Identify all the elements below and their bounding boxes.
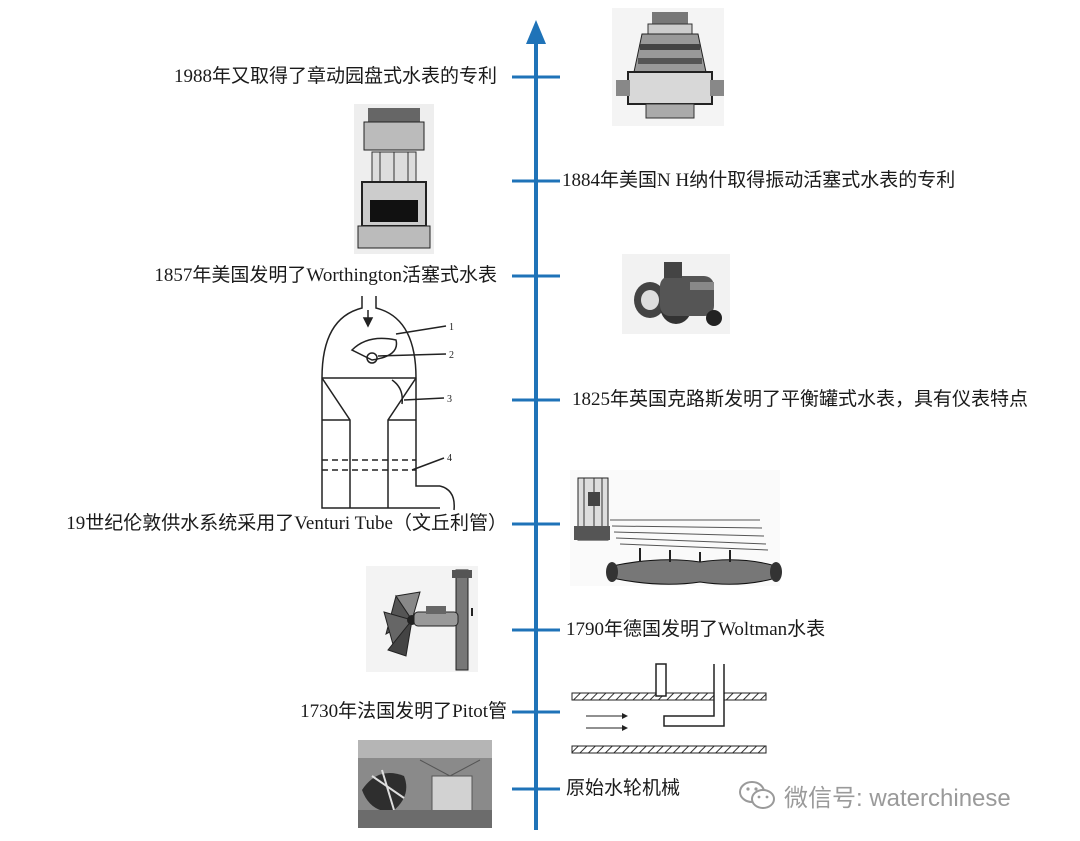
callout-3: 3 bbox=[447, 394, 452, 405]
tank-callouts: 1 2 3 4 bbox=[447, 322, 454, 464]
event-label-1730: 1730年法国发明了Pitot管 bbox=[300, 701, 507, 722]
event-label-1825: 1825年英国克路斯发明了平衡罐式水表，具有仪表特点 bbox=[572, 389, 1029, 410]
oscillating-piston-meter-photo bbox=[354, 104, 434, 254]
event-label-19th-century: 19世纪伦敦供水系统采用了Venturi Tube（文丘利管） bbox=[66, 513, 507, 534]
timeline-axis bbox=[512, 20, 560, 830]
wechat-icon bbox=[739, 781, 775, 809]
pitot-tube-diagram bbox=[571, 663, 767, 754]
event-label-1988: 1988年又取得了章动园盘式水表的专利 bbox=[173, 66, 497, 87]
balance-tank-diagram bbox=[321, 296, 455, 511]
watermark-text: 微信号: waterchinese bbox=[784, 784, 1011, 812]
callout-2: 2 bbox=[449, 350, 454, 361]
water-wheel-photo bbox=[358, 740, 492, 828]
worthington-piston-meter-photo bbox=[622, 254, 730, 334]
event-label-1790: 1790年德国发明了Woltman水表 bbox=[566, 619, 826, 640]
callout-4: 4 bbox=[447, 453, 452, 464]
event-label-1884: 1884年美国N H纳什取得振动活塞式水表的专利 bbox=[562, 170, 956, 191]
watermark: 微信号: waterchinese bbox=[738, 778, 1011, 812]
venturi-tube-engraving bbox=[570, 470, 782, 586]
callout-1: 1 bbox=[449, 322, 454, 333]
event-label-water-wheel: 原始水轮机械 bbox=[566, 778, 681, 799]
event-label-1857: 1857年美国发明了Worthington活塞式水表 bbox=[154, 265, 497, 286]
disc-meter-photo bbox=[612, 8, 724, 126]
arrow-up-icon bbox=[526, 20, 546, 44]
woltman-meter-photo bbox=[366, 566, 478, 672]
